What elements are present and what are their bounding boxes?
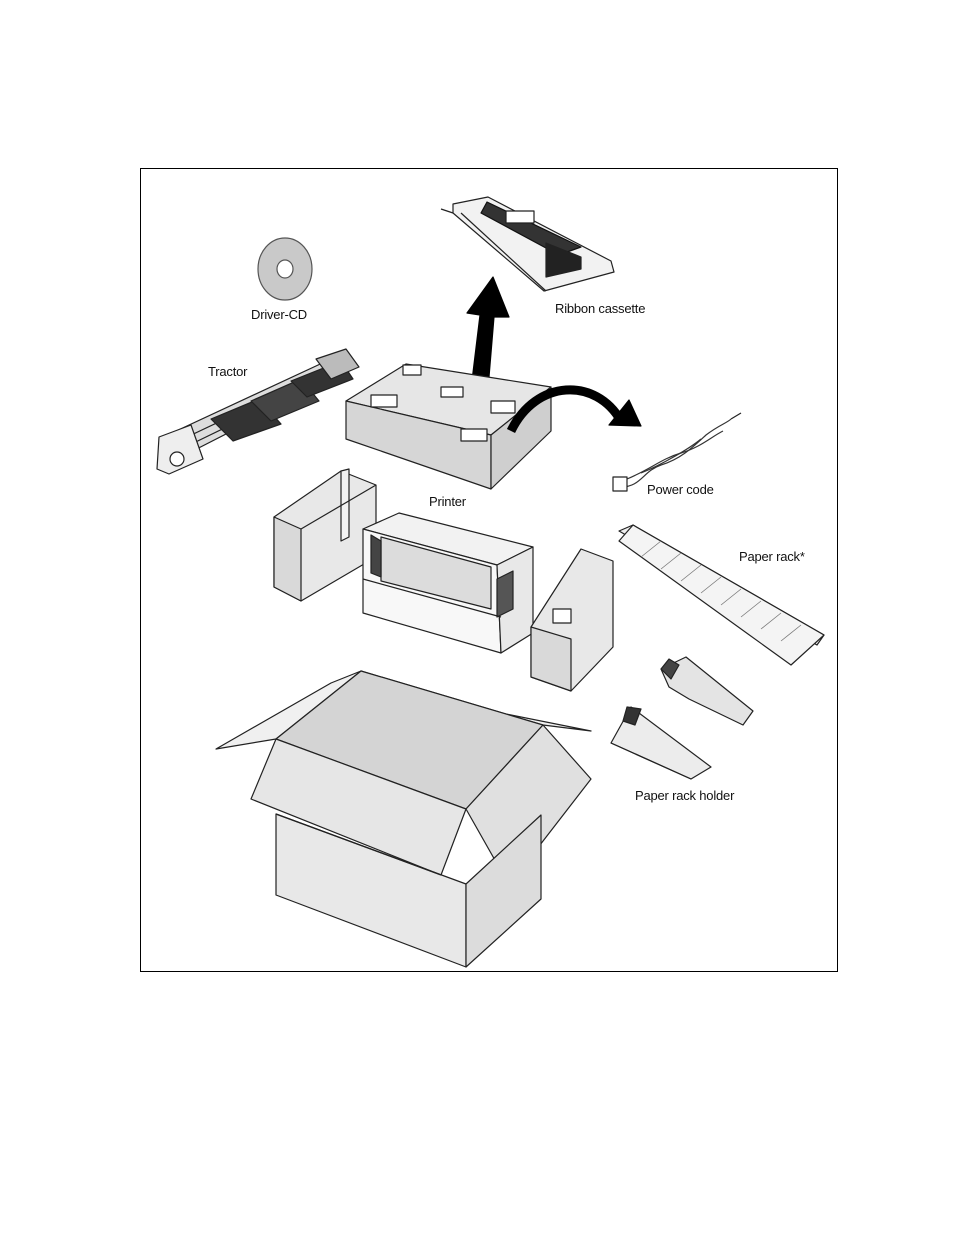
arrow-up-icon [467,277,509,389]
cardboard-box-illustration [216,671,591,967]
paper-rack-illustration [619,525,824,665]
top-packing-tray-illustration [346,364,551,489]
label-ribbon-cassette: Ribbon cassette [555,301,645,316]
right-packing-illustration [531,549,613,691]
label-paper-rack-holder: Paper rack holder [635,788,734,803]
label-driver-cd: Driver-CD [251,307,307,322]
label-tractor: Tractor [208,364,247,379]
driver-cd-illustration [258,238,312,300]
label-printer: Printer [429,494,466,509]
ribbon-cassette-illustration [441,197,614,291]
paper-rack-holder-illustration [611,657,753,779]
left-packing-illustration [274,469,376,601]
label-power-code: Power code [647,482,714,497]
tractor-illustration [157,349,359,474]
diagram-artwork [141,169,839,973]
label-paper-rack: Paper rack* [739,549,805,564]
printer-illustration [363,513,533,653]
unpacking-diagram: Driver-CD Ribbon cassette Tractor Power … [140,168,838,972]
